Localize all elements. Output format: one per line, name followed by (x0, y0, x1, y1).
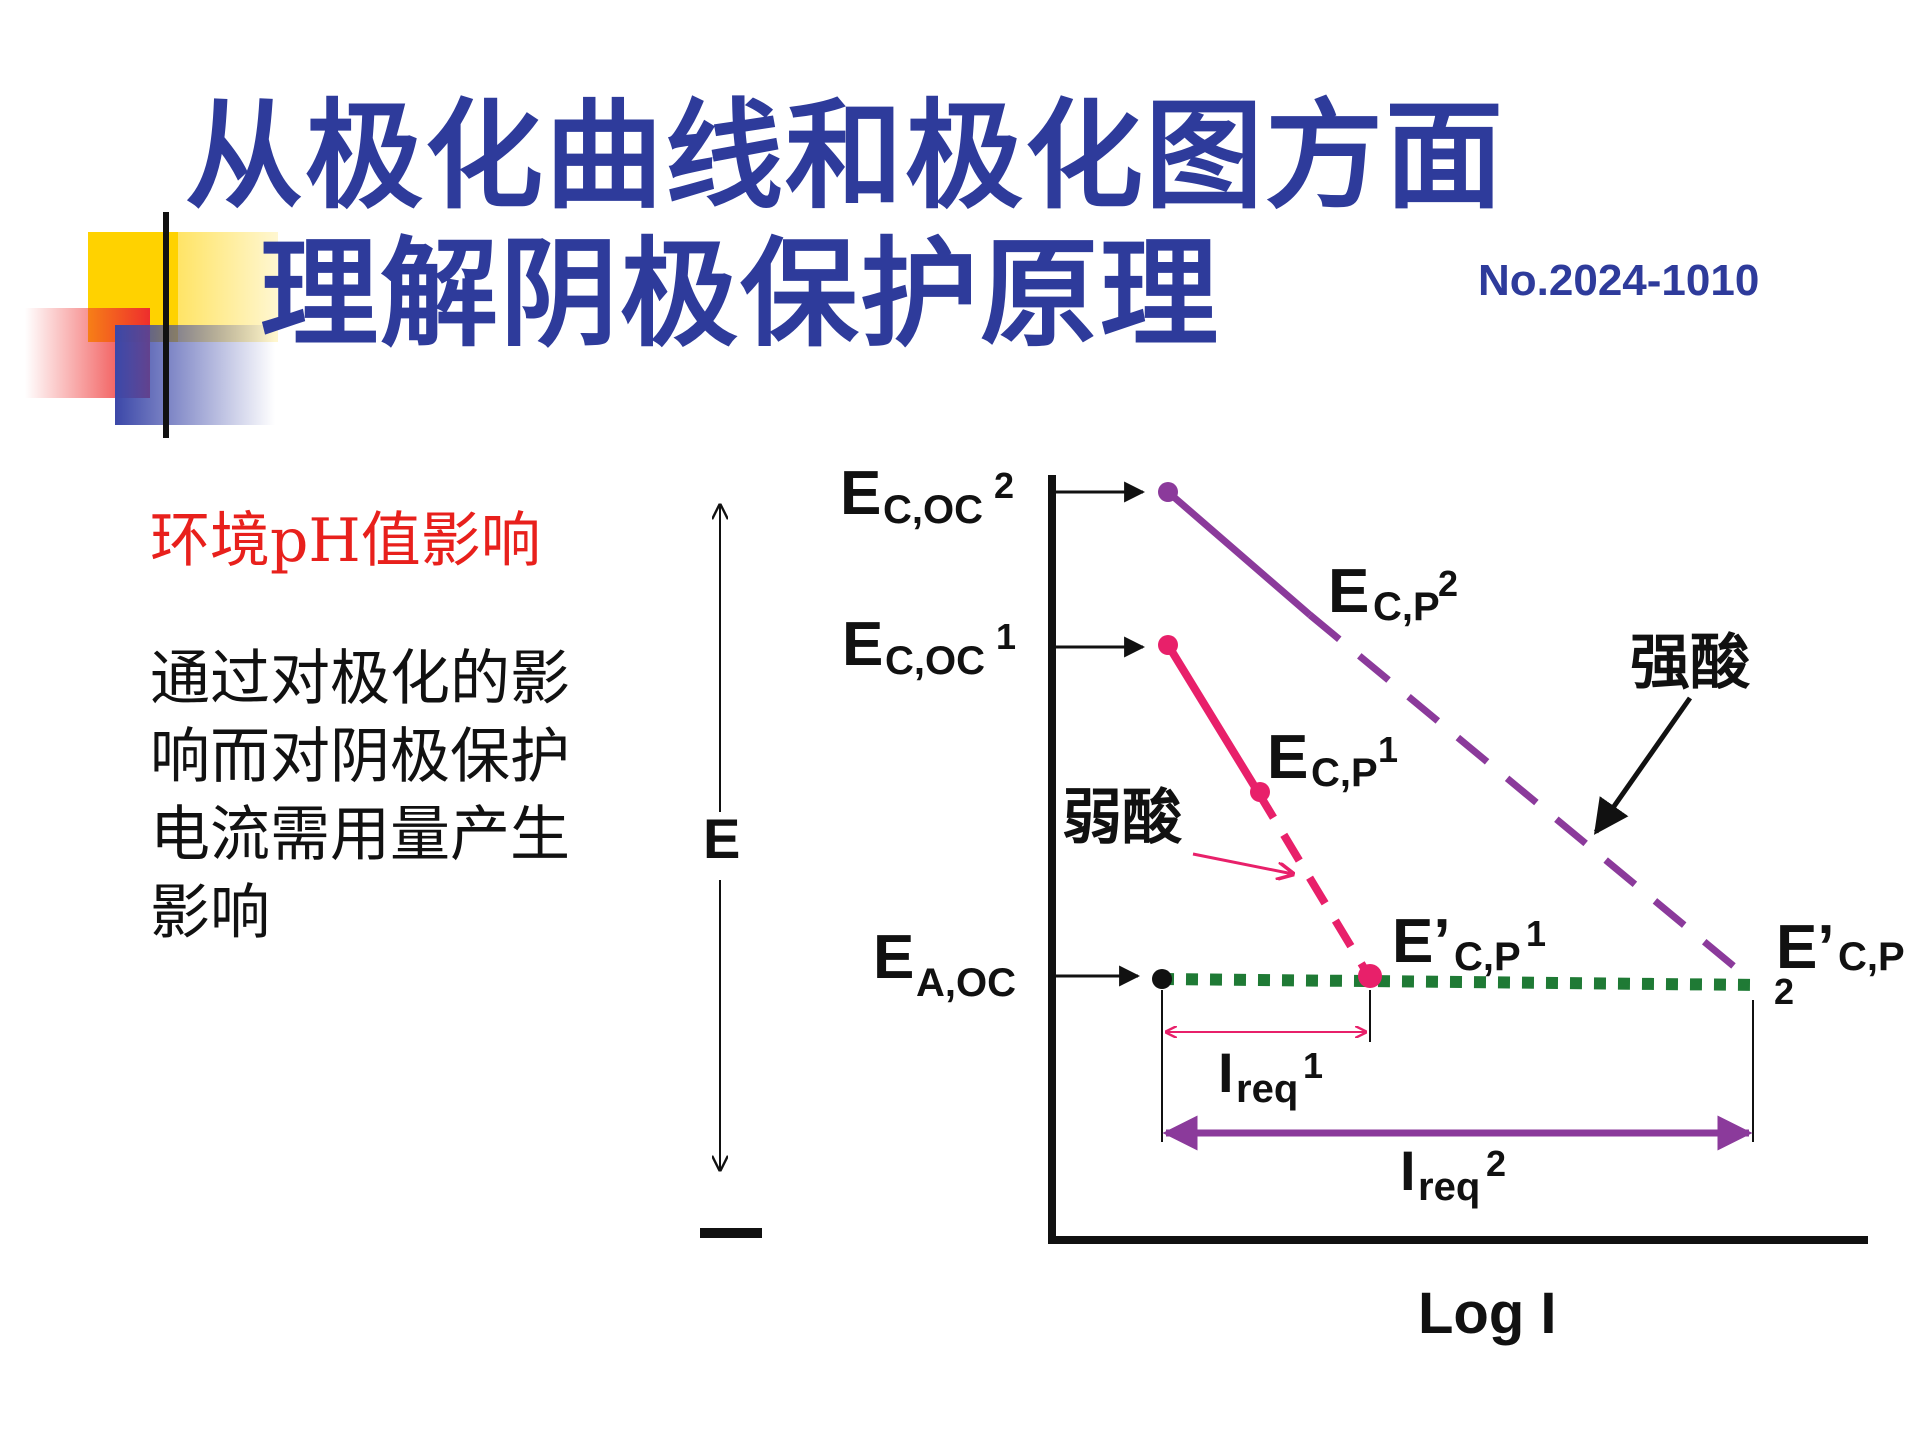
ec-oc1-point (1158, 635, 1178, 655)
ireq2-label: I req 2 (1400, 1139, 1506, 1209)
svg-text:C,P: C,P (1373, 585, 1440, 629)
minus-sign (700, 1228, 762, 1238)
svg-text:E: E (840, 459, 881, 528)
anodic-line (1161, 973, 1759, 991)
svg-text:E: E (842, 610, 883, 679)
ec-oc2-point (1158, 482, 1178, 502)
svg-text:E: E (1267, 723, 1308, 792)
ea-oc-label: E A,OC (873, 923, 1016, 1005)
decorative-corner-graphic (25, 212, 1855, 438)
eprime-cp1-point (1358, 964, 1382, 988)
x-axis-label: Log I (1418, 1281, 1557, 1346)
svg-text:A,OC: A,OC (916, 961, 1016, 1005)
svg-text:1: 1 (1303, 1045, 1323, 1086)
eprime-cp2-label: E’ C,P 2 (1774, 913, 1905, 1012)
eprime-cp1-label: E’ C,P 1 (1392, 907, 1546, 979)
svg-text:C,P: C,P (1454, 935, 1521, 979)
svg-text:E: E (873, 923, 914, 992)
body-text: 通过对极化的影响而对阴极保护电流需用量产生影响 (150, 644, 570, 948)
e-axis-label: E (703, 807, 740, 870)
ec-oc1-label: E C,OC 1 (842, 610, 1016, 683)
weak-acid-solid-segment (1164, 642, 1262, 795)
svg-text:2: 2 (994, 465, 1014, 506)
svg-text:1: 1 (1526, 913, 1546, 954)
ec-oc2-label: E C,OC 2 (840, 459, 1014, 532)
weak-acid-label: 弱酸 (1062, 783, 1183, 853)
svg-text:2: 2 (1486, 1143, 1506, 1184)
svg-text:1: 1 (996, 616, 1016, 657)
svg-text:2: 2 (1438, 563, 1458, 604)
ecp1-label: E C,P 1 (1267, 723, 1398, 795)
ecp2-label: E C,P 2 (1328, 557, 1458, 629)
svg-text:C,OC: C,OC (885, 639, 985, 683)
svg-text:req: req (1236, 1067, 1298, 1111)
svg-text:E’: E’ (1392, 907, 1451, 976)
svg-text:req: req (1418, 1165, 1480, 1209)
svg-text:E’: E’ (1776, 913, 1835, 982)
svg-text:I: I (1218, 1041, 1234, 1104)
section-subtitle: 环境pH值影响 (150, 506, 541, 576)
svg-text:C,OC: C,OC (883, 488, 983, 532)
strong-acid-dashed-segment (1307, 612, 1751, 981)
yellow-block-fade (178, 232, 278, 342)
ecp1-point (1250, 782, 1270, 802)
strong-acid-pointer (1593, 696, 1693, 835)
svg-text:E: E (1328, 557, 1369, 626)
weak-acid-dashed-segment (1254, 789, 1374, 981)
ireq1-label: I req 1 (1218, 1041, 1323, 1111)
svg-text:C,P: C,P (1838, 935, 1905, 979)
title-line-2: 理解阴极保护原理 (259, 225, 1220, 363)
svg-text:1: 1 (1378, 729, 1398, 770)
ea-oc-point (1152, 969, 1172, 989)
title-line-1: 从极化曲线和极化图方面 (184, 87, 1505, 225)
strong-acid-label: 强酸 (1630, 628, 1751, 698)
strong-acid-solid-segment (1165, 489, 1313, 618)
document-number: No.2024-1010 (1478, 256, 1760, 305)
weak-acid-pointer (1192, 852, 1293, 874)
svg-text:2: 2 (1774, 971, 1794, 1012)
svg-text:I: I (1400, 1139, 1416, 1202)
blue-block (115, 325, 275, 425)
svg-text:C,P: C,P (1311, 751, 1378, 795)
